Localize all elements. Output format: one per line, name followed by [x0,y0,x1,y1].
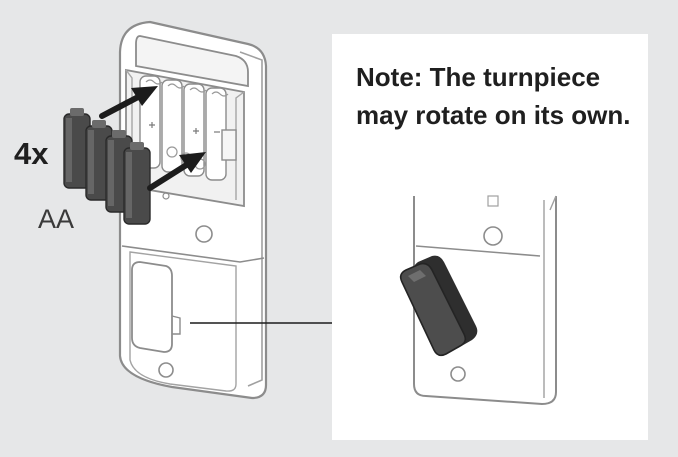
aa-batteries [63,108,151,225]
note-callout-panel: Note: The turnpiece may rotate on its ow… [332,34,648,440]
screw-hole [195,225,213,243]
zoomed-lock-detail [399,195,557,406]
zoomed-lock-side [543,195,557,398]
lock-top-cap [135,35,249,88]
turnpiece-face [399,262,467,357]
turnpiece-highlight [408,270,426,282]
zoomed-seam [415,245,541,257]
insert-arrow-lower-icon [147,152,206,191]
battery-slots [139,75,227,181]
lock-seam [121,245,265,263]
battery-slot [161,79,183,173]
lock-side-face [239,51,263,387]
rotated-turnpiece [399,255,478,357]
zoomed-top-mark [487,195,499,207]
zoomed-screw-bottom [450,366,466,382]
compartment-latch [221,129,237,161]
polarity-marks [149,122,220,134]
battery-type-label: AA [38,204,74,234]
small-screw [162,192,170,200]
bottom-screw-hole [158,362,174,378]
lock-interior-body [118,20,268,400]
turnpiece-shaft [171,315,181,335]
battery-quantity-label: 4x [14,136,49,171]
lower-cover [129,251,237,392]
insert-arrow-upper-icon [99,86,158,119]
note-line-2: may rotate on its own. [356,100,631,130]
insert-arrows [99,86,206,191]
aa-battery [123,142,151,225]
note-line-1: Note: The turnpiece [356,62,600,92]
zoomed-screw-top [483,226,503,246]
turnpiece-outline [131,261,173,353]
